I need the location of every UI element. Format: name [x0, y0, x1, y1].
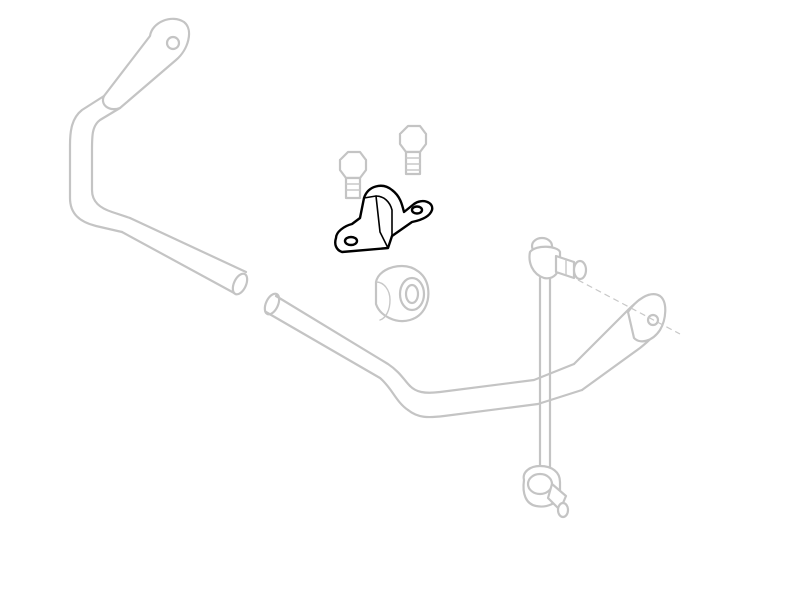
stabilizer-link[interactable] — [522, 236, 588, 519]
bracket-bolt-left[interactable] — [338, 150, 368, 200]
stabilizer-bar[interactable] — [68, 17, 667, 419]
rubber-bushing[interactable] — [374, 264, 430, 323]
bracket-bolt-right[interactable] — [398, 124, 428, 176]
bushing-bracket[interactable] — [334, 184, 434, 254]
